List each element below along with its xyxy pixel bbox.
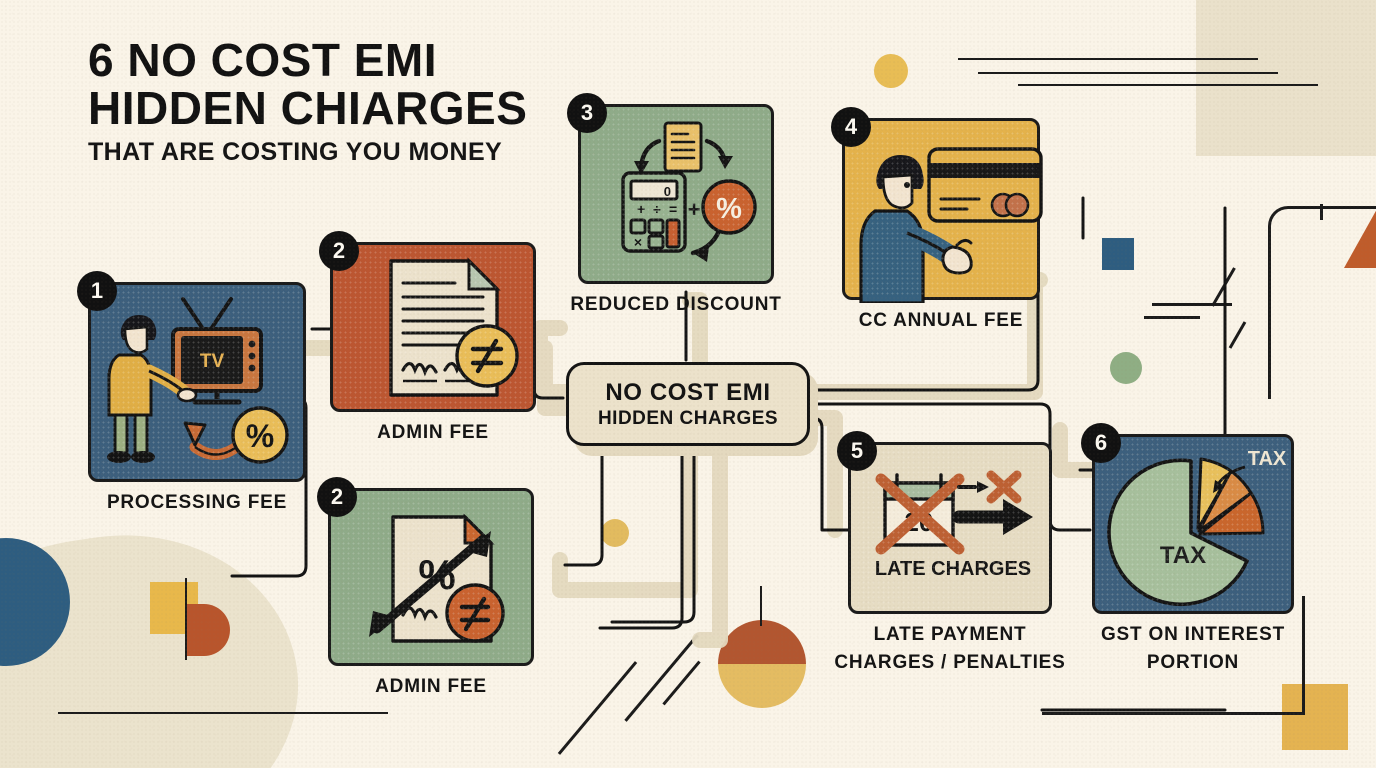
card-admin-fee-top[interactable]: 2 ADMIN FEE (319, 231, 536, 443)
center-node-line-1: NO COST EMI (605, 378, 771, 406)
horizontal-rule-decoration (978, 72, 1278, 74)
card-label: ADMIN FEE (377, 422, 489, 443)
page-title: 6 NO COST EMI HIDDEN CHIARGES THAT ARE C… (88, 34, 528, 167)
pie-label-inner: TAX (1160, 542, 1206, 569)
card-number-badge: 5 (837, 431, 877, 471)
horizontal-line-decoration (58, 712, 388, 714)
center-node-hidden-charges[interactable]: NO COST EMI HIDDEN CHARGES (566, 362, 810, 446)
yellow-dot-decoration (874, 54, 908, 88)
pie-label-outer: TAX (1248, 448, 1287, 470)
document-signature-notequal-icon (389, 257, 519, 397)
card-number-badge: 6 (1081, 423, 1121, 463)
card-label: CC ANNUAL FEE (858, 310, 1024, 331)
horizontal-rule-decoration (1018, 84, 1318, 86)
green-dot-decoration (1110, 352, 1142, 384)
short-rule-decoration (1144, 316, 1200, 319)
calculator-percent-document-icon: 0 + ÷ = × + % (621, 121, 757, 262)
card-late-payment-charges[interactable]: 5 20 LATE CHARGES LATE PAYMENT (834, 431, 1065, 673)
card-number-badge: 3 (567, 93, 607, 133)
pie-chart-tax-icon: TAX TAX (1107, 448, 1287, 607)
card-number-badge: 2 (319, 231, 359, 271)
orange-semicircle-decoration (186, 604, 230, 656)
yellow-square-decoration (1282, 684, 1348, 750)
tick-mark-decoration (1320, 204, 1323, 220)
card-gst-on-interest[interactable]: 6 TAX TAX GST ON INTEREST PORTION (1081, 423, 1294, 673)
center-node-line-2: HIDDEN CHARGES (597, 407, 779, 429)
card-label-line-1: GST ON INTEREST (1100, 624, 1286, 645)
card-number-badge: 4 (831, 107, 871, 147)
card-number-badge: 1 (77, 271, 117, 311)
crossed-calendar-arrow-icon: 20 LATE CHARGES (875, 470, 1033, 580)
svg-text:TV: TV (200, 351, 225, 372)
corner-outline-decoration (1042, 596, 1305, 715)
card-number-badge: 2 (317, 477, 357, 517)
card-label-line-1: LATE PAYMENT (873, 624, 1027, 645)
svg-text:÷: ÷ (653, 201, 661, 217)
short-rule-decoration (1152, 303, 1232, 306)
orange-triangle-decoration (1344, 200, 1376, 268)
blue-square-decoration (1102, 238, 1134, 270)
card-label-line-2: CHARGES / PENALTIES (834, 652, 1066, 673)
card-processing-fee[interactable]: 1 TV (77, 271, 306, 513)
card-label: REDUCED DISCOUNT (570, 294, 782, 315)
card-label: ADMIN FEE (375, 676, 487, 697)
document-percent-arrows-notequal-icon: % (369, 513, 505, 643)
card-inner-text: LATE CHARGES (875, 558, 1031, 580)
stem-line-decoration (760, 586, 762, 626)
svg-text:+: + (637, 201, 645, 217)
beige-rectangle-decoration (1196, 0, 1376, 156)
svg-text:0: 0 (664, 184, 671, 199)
card-label: PROCESSING FEE (106, 492, 288, 513)
title-subtitle: THAT ARE COSTING YOU MONEY (88, 138, 503, 167)
svg-text:+: + (688, 197, 701, 222)
title-line-2: HIDDEN CHIARGES (88, 82, 528, 135)
split-circle-decoration (718, 620, 806, 708)
svg-text:%: % (716, 193, 742, 225)
yellow-dot-decoration (601, 519, 629, 547)
person-tv-percent-icon: TV (107, 297, 289, 464)
svg-text:=: = (669, 201, 677, 217)
card-admin-fee-bottom[interactable]: 2 % ADMIN FEE (317, 477, 534, 697)
horizontal-rule-decoration (958, 58, 1258, 60)
vertical-line-decoration (185, 578, 187, 660)
title-line-1: 6 NO COST EMI (88, 34, 437, 86)
person-credit-card-icon (859, 147, 1043, 305)
svg-text:×: × (634, 234, 642, 250)
card-label-line-2: PORTION (1146, 652, 1240, 673)
card-reduced-discount[interactable]: 3 0 + ÷ = (567, 93, 781, 315)
svg-text:%: % (246, 418, 274, 454)
card-cc-annual-fee[interactable]: 4 CC ANNUAL FEE (831, 107, 1043, 331)
